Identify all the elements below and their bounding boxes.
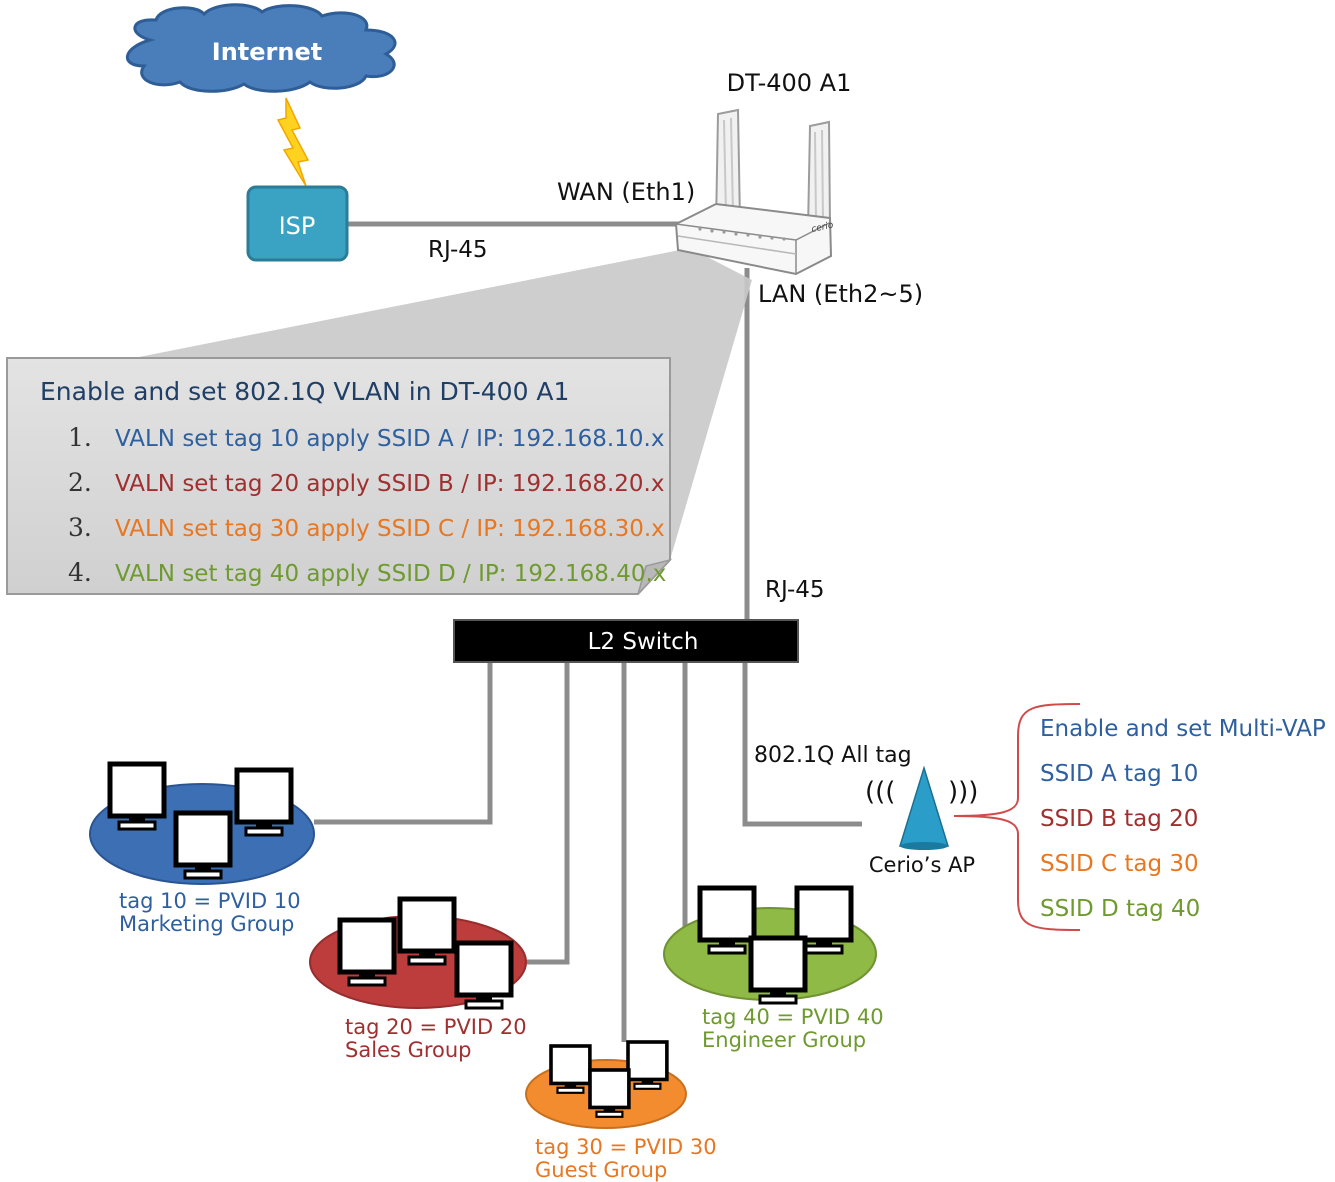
l2-switch: L2 Switch xyxy=(453,619,799,663)
isp-label: ISP xyxy=(279,212,316,240)
vlan-config-box: Enable and set 802.1Q VLAN in DT-400 A1 … xyxy=(6,357,673,595)
vlan-item-number: 3. xyxy=(68,513,92,542)
router-name-label: DT-400 A1 xyxy=(727,69,852,97)
multi-vap-item: SSID D tag 40 xyxy=(1040,896,1200,922)
vlan-item-list: 1. VALN set tag 10 apply SSID A / IP: 19… xyxy=(68,423,666,587)
switch-ap-link-label: 802.1Q All tag xyxy=(754,743,912,768)
group-name-label: Engineer Group xyxy=(702,1028,866,1052)
vlan-item-text: VALN set tag 20 apply SSID B / IP: 192.1… xyxy=(115,471,664,497)
multi-vap-item: SSID A tag 10 xyxy=(1040,761,1198,787)
engineer-group: tag 40 = PVID 40 Engineer Group xyxy=(663,888,884,1052)
router-icon: cerio xyxy=(674,108,835,276)
ap-signal-right-icon: ))) xyxy=(948,777,978,807)
marketing-group: tag 10 = PVID 10 Marketing Group xyxy=(89,764,315,936)
switch-label: L2 Switch xyxy=(588,629,699,655)
multi-vap-bracket xyxy=(953,703,1081,931)
vlan-item-number: 2. xyxy=(68,468,92,497)
group-name-label: Guest Group xyxy=(535,1158,667,1182)
vlan-box-title: Enable and set 802.1Q VLAN in DT-400 A1 xyxy=(40,377,569,406)
switch-sales-cable xyxy=(527,662,570,965)
ap-signal-left-icon: ((( xyxy=(865,777,895,807)
guest-group: tag 30 = PVID 30 Guest Group xyxy=(525,1040,717,1182)
isp-node: ISP xyxy=(246,185,349,262)
wan-port-label: WAN (Eth1) xyxy=(557,178,695,206)
access-point-icon xyxy=(898,765,950,850)
connection-lines xyxy=(314,221,862,1042)
group-name-label: Sales Group xyxy=(345,1038,472,1062)
internet-label: Internet xyxy=(212,38,322,66)
vlan-item-number: 4. xyxy=(68,558,92,587)
lightning-bolt-icon xyxy=(276,97,310,187)
vlan-item-text: VALN set tag 40 apply SSID D / IP: 192.1… xyxy=(115,561,666,587)
router-brand-label: cerio xyxy=(811,220,835,234)
lan-port-label: LAN (Eth2~5) xyxy=(758,280,923,308)
internet-cloud-icon: Internet xyxy=(125,3,397,93)
ap-label: Cerio’s AP xyxy=(869,853,975,877)
multi-vap-item: SSID B tag 20 xyxy=(1040,806,1198,832)
multi-vap-title: Enable and set Multi-VAP xyxy=(1040,716,1326,742)
router-switch-link-label: RJ-45 xyxy=(765,577,825,603)
vlan-item-text: VALN set tag 30 apply SSID C / IP: 192.1… xyxy=(115,516,665,542)
multi-vap-item: SSID C tag 30 xyxy=(1040,851,1199,877)
vlan-item-number: 1. xyxy=(68,423,92,452)
vlan-item-text: VALN set tag 10 apply SSID A / IP: 192.1… xyxy=(115,426,664,452)
group-tag-label: tag 30 = PVID 30 xyxy=(535,1135,717,1159)
isp-router-link-label: RJ-45 xyxy=(428,237,488,263)
group-tag-label: tag 40 = PVID 40 xyxy=(702,1005,884,1029)
switch-ap-cable xyxy=(742,662,862,827)
page-curl xyxy=(637,558,673,595)
group-name-label: Marketing Group xyxy=(119,912,294,936)
group-tag-label: tag 10 = PVID 10 xyxy=(119,889,301,913)
switch-marketing-cable xyxy=(314,662,493,825)
sales-group: tag 20 = PVID 20 Sales Group xyxy=(309,899,527,1062)
multi-vap-list: Enable and set Multi-VAP SSID A tag 10 S… xyxy=(1040,716,1326,922)
group-tag-label: tag 20 = PVID 20 xyxy=(345,1015,527,1039)
